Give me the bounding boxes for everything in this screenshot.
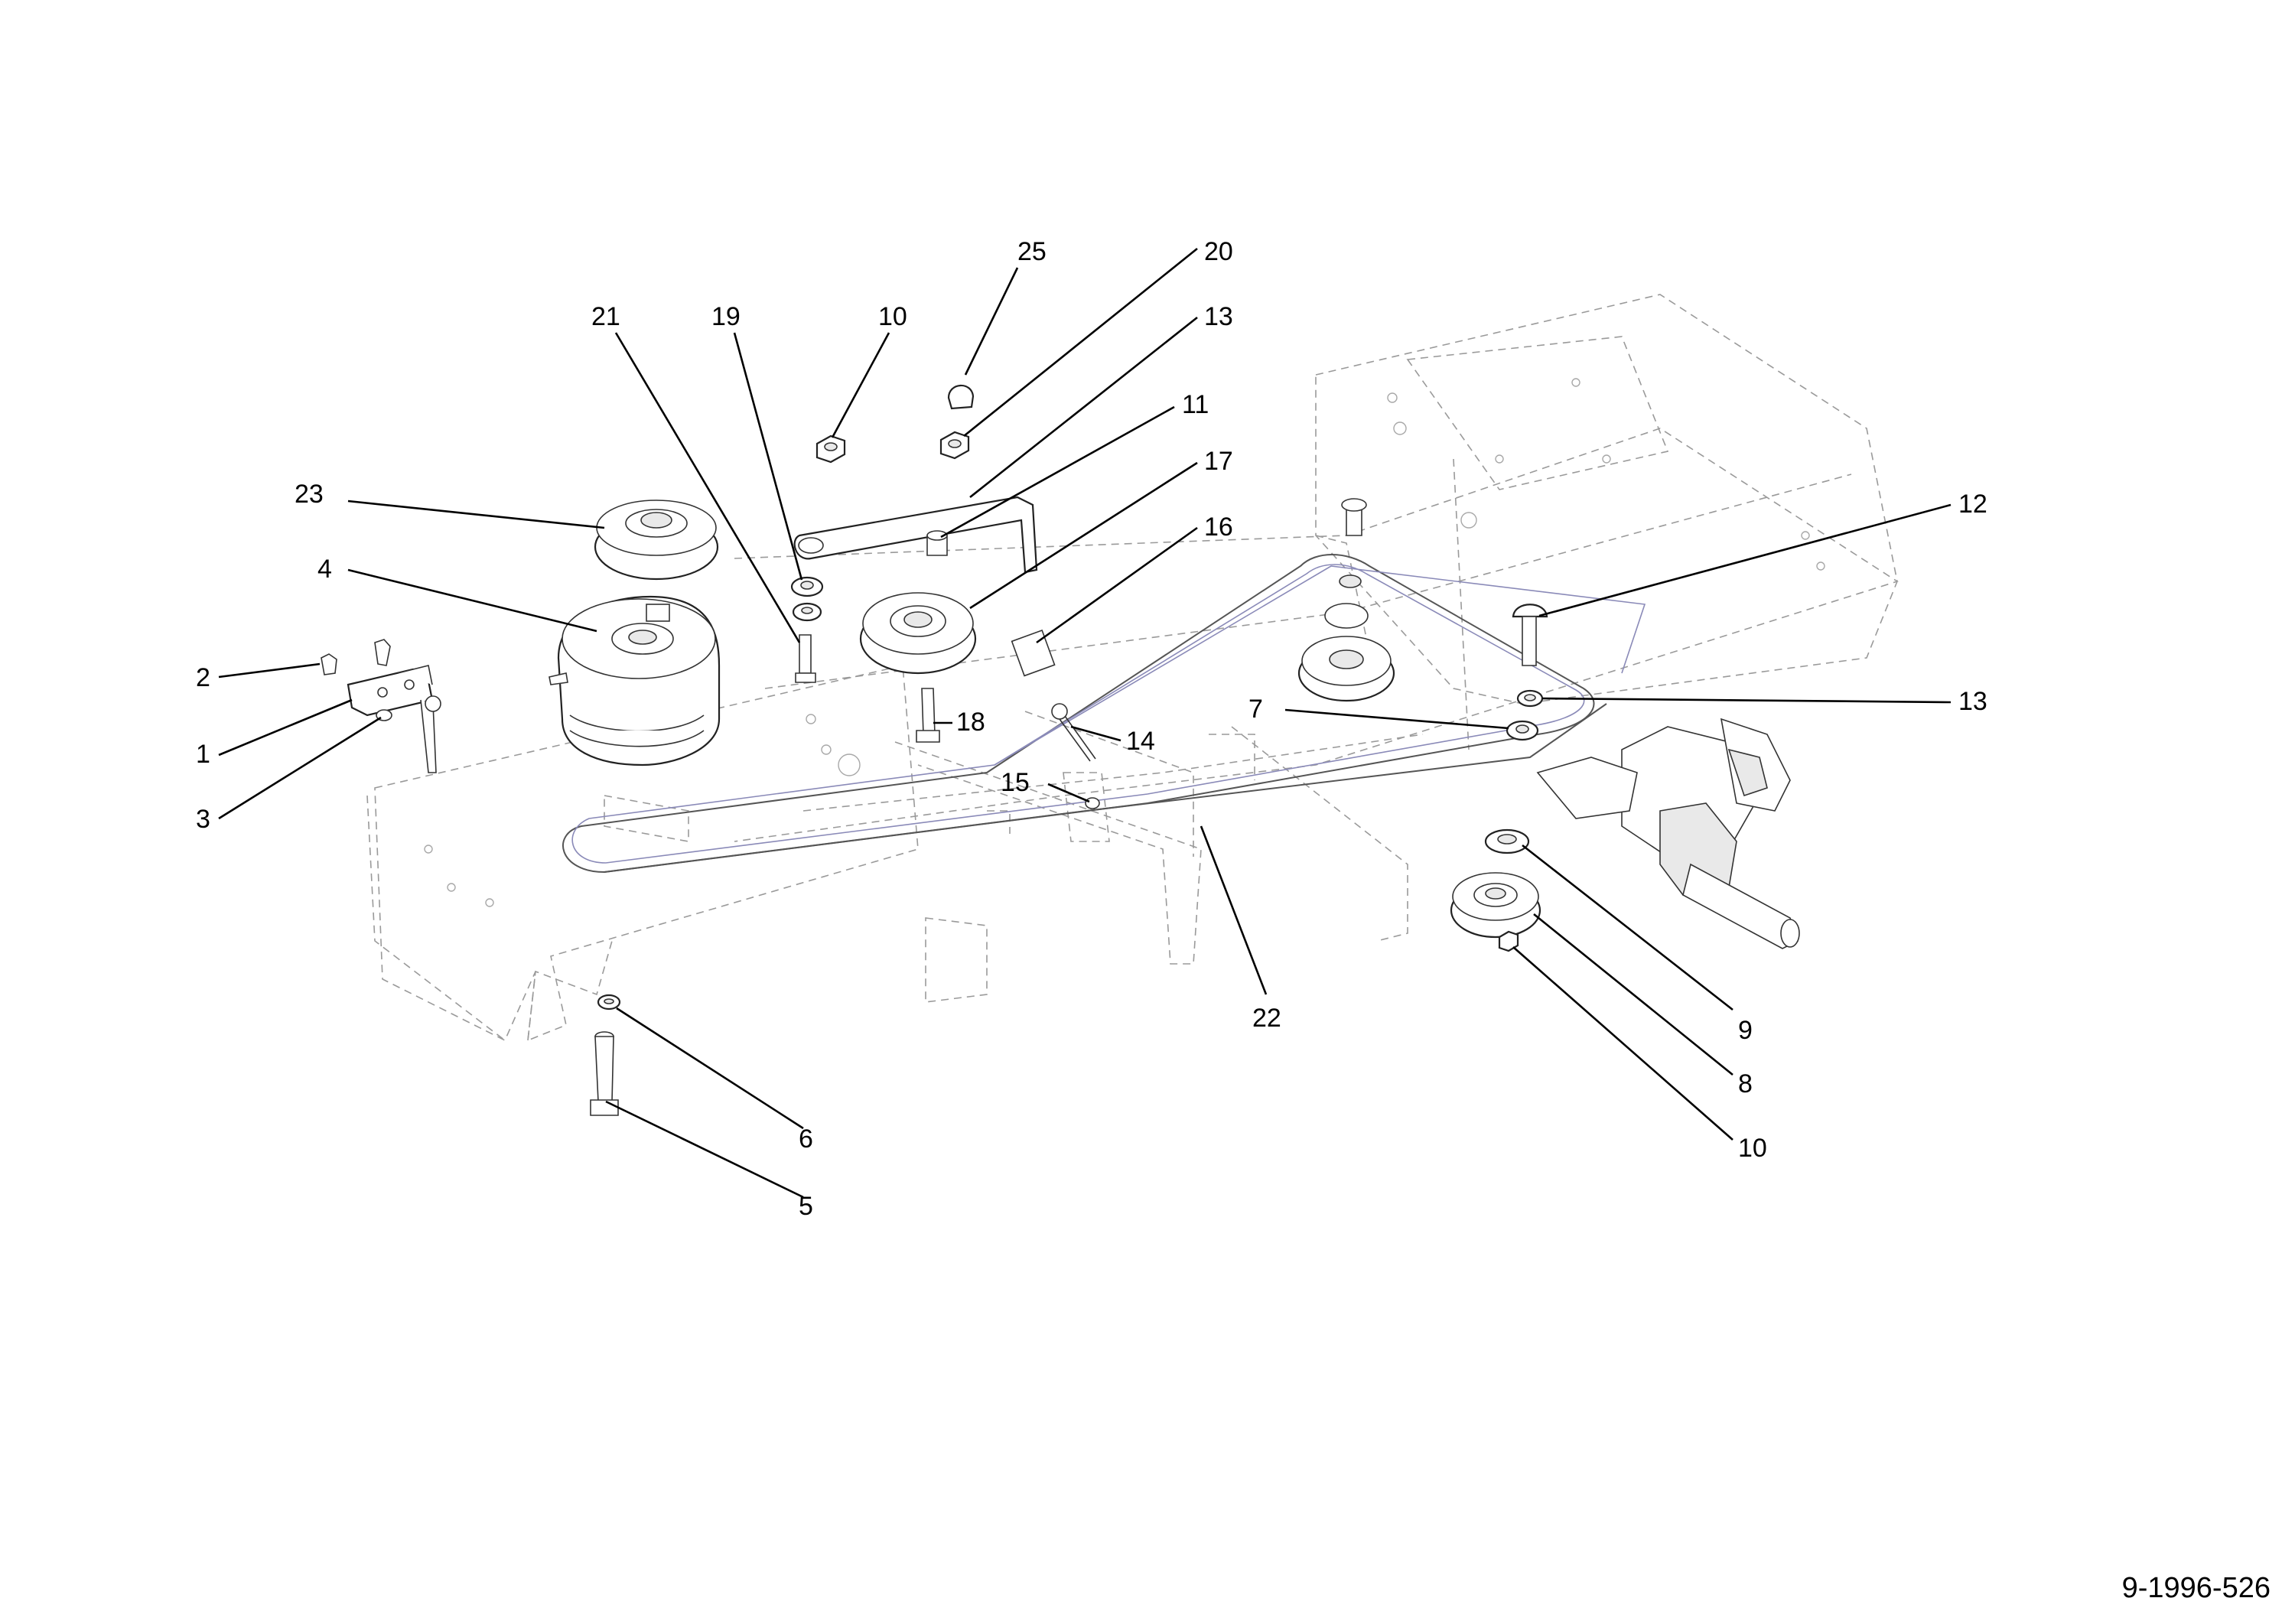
callout-3: 3 bbox=[196, 805, 210, 834]
bolt-19 bbox=[916, 688, 940, 743]
cap-25 bbox=[947, 384, 975, 410]
callout-15: 14 bbox=[1126, 727, 1155, 756]
callout-2: 2 bbox=[196, 663, 210, 692]
washer-6 bbox=[597, 994, 621, 1011]
leader-lines bbox=[218, 247, 1952, 1199]
spacer-11 bbox=[926, 530, 948, 556]
idler-pulley-18 bbox=[859, 592, 977, 675]
callout-10-top: 10 bbox=[878, 302, 907, 331]
callout-16: 15 bbox=[1001, 768, 1030, 797]
fastener-16 bbox=[1085, 797, 1100, 809]
idler-arm-14 bbox=[793, 496, 1038, 574]
bolt-22 bbox=[795, 634, 816, 683]
callout-1: 1 bbox=[196, 740, 210, 769]
callout-24: 23 bbox=[295, 480, 324, 509]
callout-13: 13 bbox=[1958, 687, 1987, 716]
bolt-2 bbox=[321, 639, 391, 675]
callout-23: 22 bbox=[1252, 1004, 1281, 1033]
washer-20 bbox=[790, 576, 824, 622]
callout-4: 4 bbox=[317, 555, 332, 584]
washer-7 bbox=[1506, 720, 1539, 741]
callout-18: 17 bbox=[1204, 447, 1233, 476]
callout-6: 6 bbox=[799, 1124, 813, 1154]
spring-17 bbox=[1011, 629, 1056, 677]
callout-25: 25 bbox=[1017, 237, 1047, 266]
rod-15 bbox=[1051, 703, 1096, 762]
callout-7: 7 bbox=[1248, 695, 1263, 724]
pulley-24 bbox=[594, 500, 719, 581]
nut-10-bottom bbox=[1498, 930, 1519, 952]
spacer-9 bbox=[1484, 828, 1530, 854]
callout-11: 11 bbox=[1182, 390, 1209, 419]
idler-pulley-8 bbox=[1450, 872, 1541, 939]
callout-10-bottom: 10 bbox=[1738, 1134, 1767, 1163]
transmission bbox=[1536, 718, 1800, 949]
callout-12: 12 bbox=[1958, 490, 1987, 519]
callout-20: 19 bbox=[711, 302, 741, 331]
document-code: 9-1996-526 bbox=[2122, 1572, 2271, 1604]
shoulder-bolt-5 bbox=[590, 1031, 619, 1116]
frame-idler-pulley bbox=[1297, 498, 1395, 702]
drive-belt bbox=[562, 554, 1646, 874]
callout-14: 13 bbox=[1204, 302, 1233, 331]
nut-10-top bbox=[815, 434, 846, 464]
callout-17: 16 bbox=[1204, 513, 1233, 542]
bracket-1 bbox=[347, 665, 441, 773]
callout-21: 20 bbox=[1204, 237, 1233, 266]
carriage-bolt-12 bbox=[1512, 604, 1548, 666]
nut-21 bbox=[939, 431, 970, 460]
callout-8: 8 bbox=[1738, 1069, 1753, 1098]
callout-9: 9 bbox=[1738, 1016, 1753, 1045]
callout-19: 18 bbox=[956, 708, 985, 737]
callout-22: 21 bbox=[591, 302, 620, 331]
washer-13 bbox=[1516, 689, 1544, 708]
callout-labels: 23 4 2 1 3 21 19 10 25 20 13 11 17 16 12… bbox=[196, 237, 1987, 1221]
callout-5: 5 bbox=[799, 1192, 813, 1221]
electric-clutch-4 bbox=[549, 595, 721, 766]
